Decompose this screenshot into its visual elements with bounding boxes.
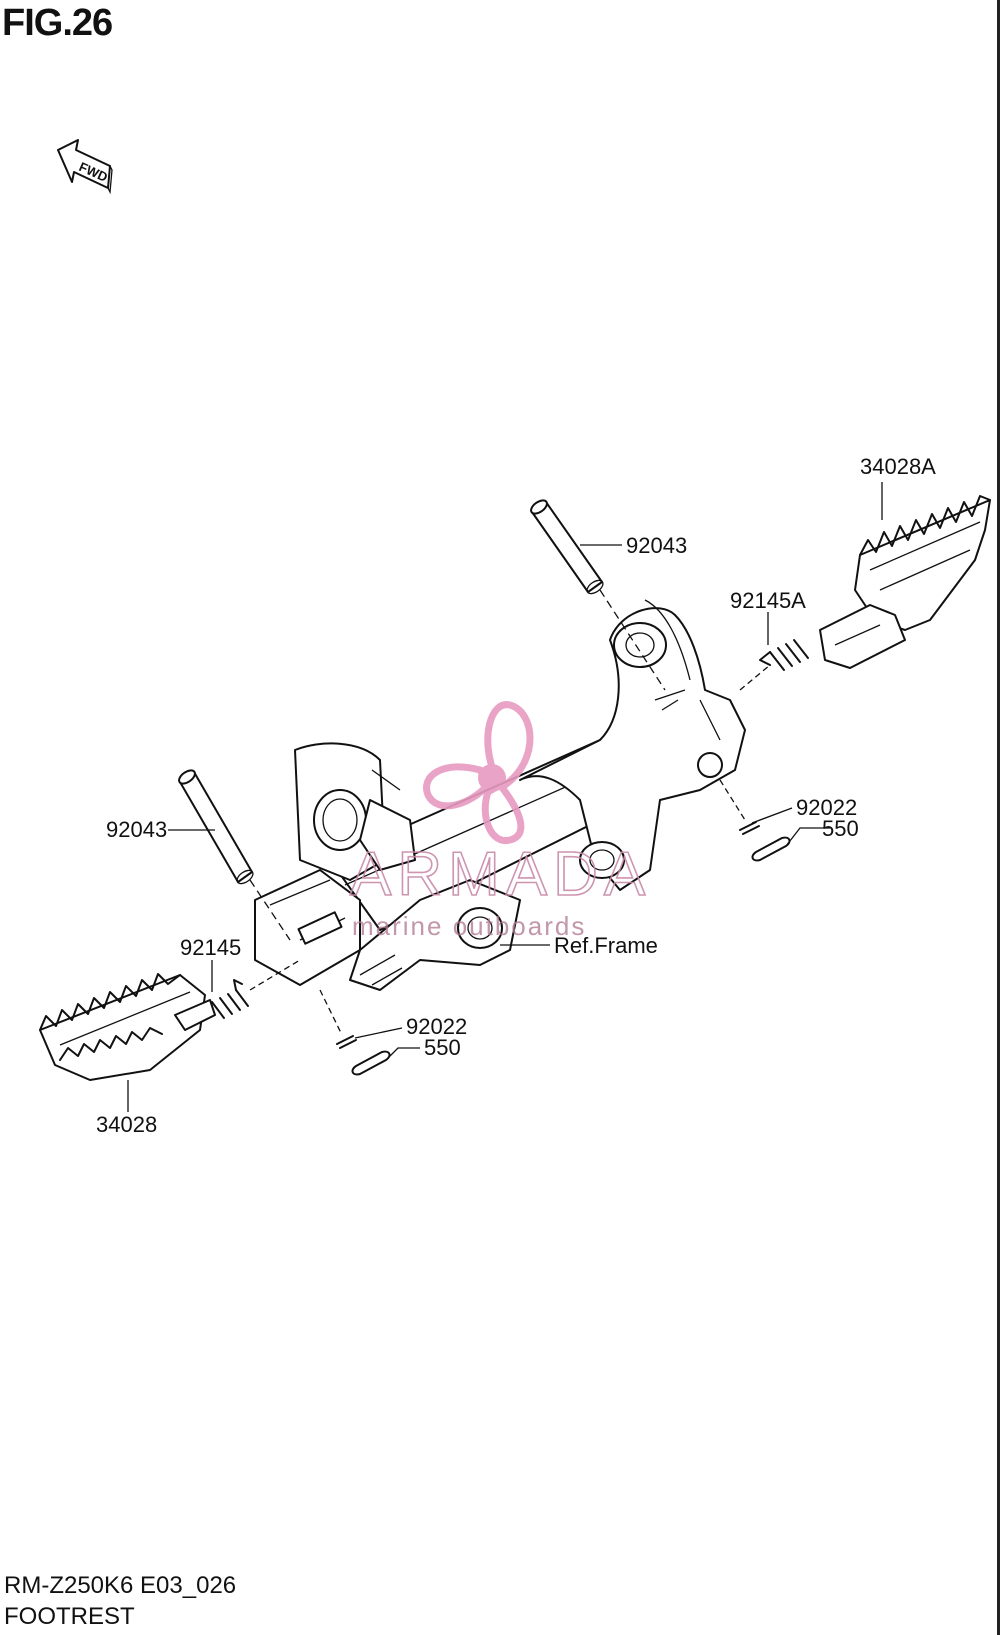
callout-footrest-left: 34028 bbox=[96, 1112, 157, 1137]
watermark-tagline: marine outboards bbox=[352, 911, 586, 941]
watermark-brand: ARMADA bbox=[350, 840, 651, 909]
callout-spring-left: 92145 bbox=[180, 935, 241, 960]
callout-pin-left: 92043 bbox=[106, 817, 167, 842]
pin-right bbox=[530, 499, 666, 691]
leader-lines bbox=[127, 482, 883, 1112]
spring-left bbox=[211, 959, 301, 1019]
propeller-logo-icon bbox=[423, 701, 534, 844]
watermark: ARMADA marine outboards bbox=[349, 701, 651, 941]
callout-pin-right: 92043 bbox=[626, 533, 687, 558]
page-right-border bbox=[997, 0, 1000, 1635]
washer-cotter-right bbox=[719, 779, 791, 862]
spring-right bbox=[739, 639, 809, 691]
callout-frame-ref: Ref.Frame bbox=[554, 933, 658, 958]
footer-section-name: FOOTREST bbox=[4, 1603, 135, 1630]
footrest-right bbox=[819, 495, 991, 669]
footer-model-code: RM-Z250K6 E03_026 bbox=[4, 1572, 237, 1599]
callout-spring-right: 92145A bbox=[730, 588, 806, 613]
callout-footrest-right: 34028A bbox=[860, 454, 936, 479]
callout-washer-left: 92022 bbox=[406, 1014, 467, 1039]
callout-cotter-left: 550 bbox=[424, 1035, 461, 1060]
figure-title: FIG.26 bbox=[2, 2, 113, 44]
callout-cotter-right: 550 bbox=[822, 816, 859, 841]
fwd-arrow-icon: FWD bbox=[57, 139, 113, 195]
pin-left bbox=[178, 769, 291, 941]
footrest-left bbox=[39, 973, 216, 1081]
washer-cotter-left bbox=[319, 989, 391, 1076]
callout-washer-right: 92022 bbox=[796, 795, 857, 820]
frame-assembly bbox=[254, 599, 746, 991]
